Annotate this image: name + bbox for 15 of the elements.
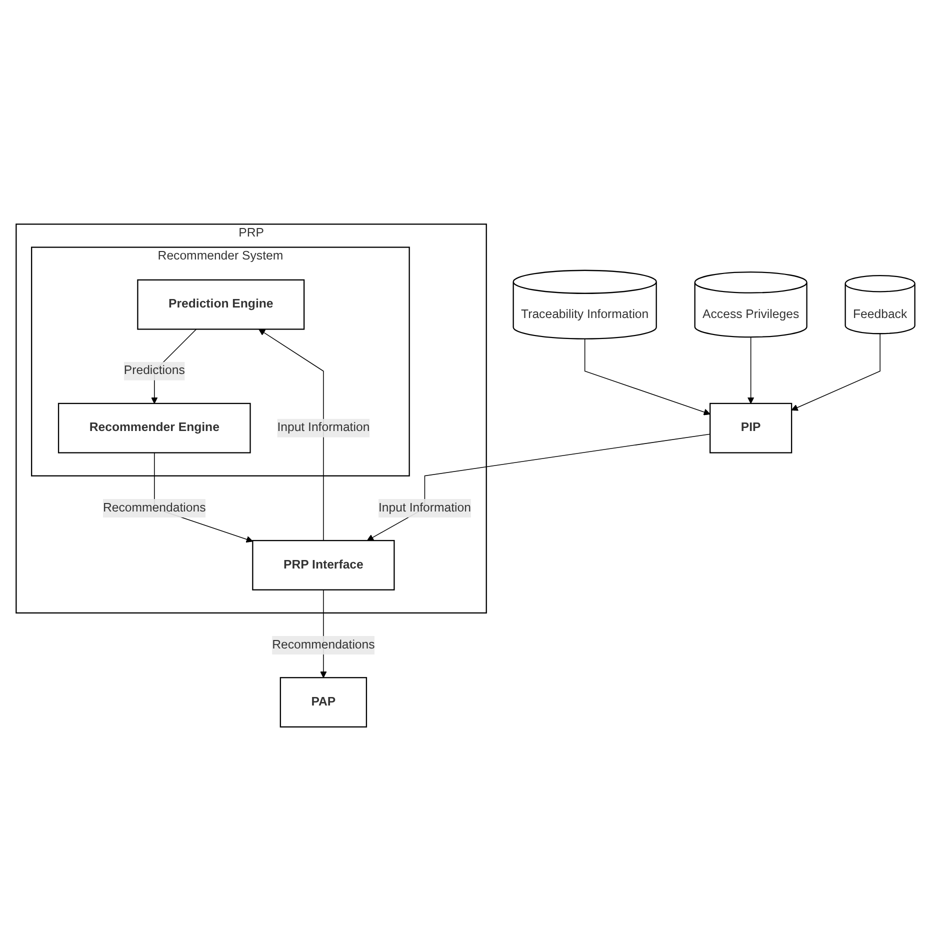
edge-label: Input Information	[378, 501, 471, 514]
node-box: Recommender Engine	[58, 402, 251, 454]
node-box: Prediction Engine	[137, 279, 305, 330]
edge-label: Input Information	[277, 421, 370, 434]
edge-label: Predictions	[124, 364, 185, 378]
arrow	[791, 333, 880, 411]
edge-label: Recommendations	[103, 501, 206, 514]
node-box: PAP	[280, 677, 368, 728]
arrow	[747, 336, 754, 404]
edge-label: Recommendations	[272, 638, 375, 652]
node-box: PRP Interface	[252, 540, 395, 590]
arrow	[366, 434, 710, 541]
arrow	[258, 328, 324, 541]
node-box: PIP	[710, 402, 792, 454]
arrow	[584, 338, 710, 416]
